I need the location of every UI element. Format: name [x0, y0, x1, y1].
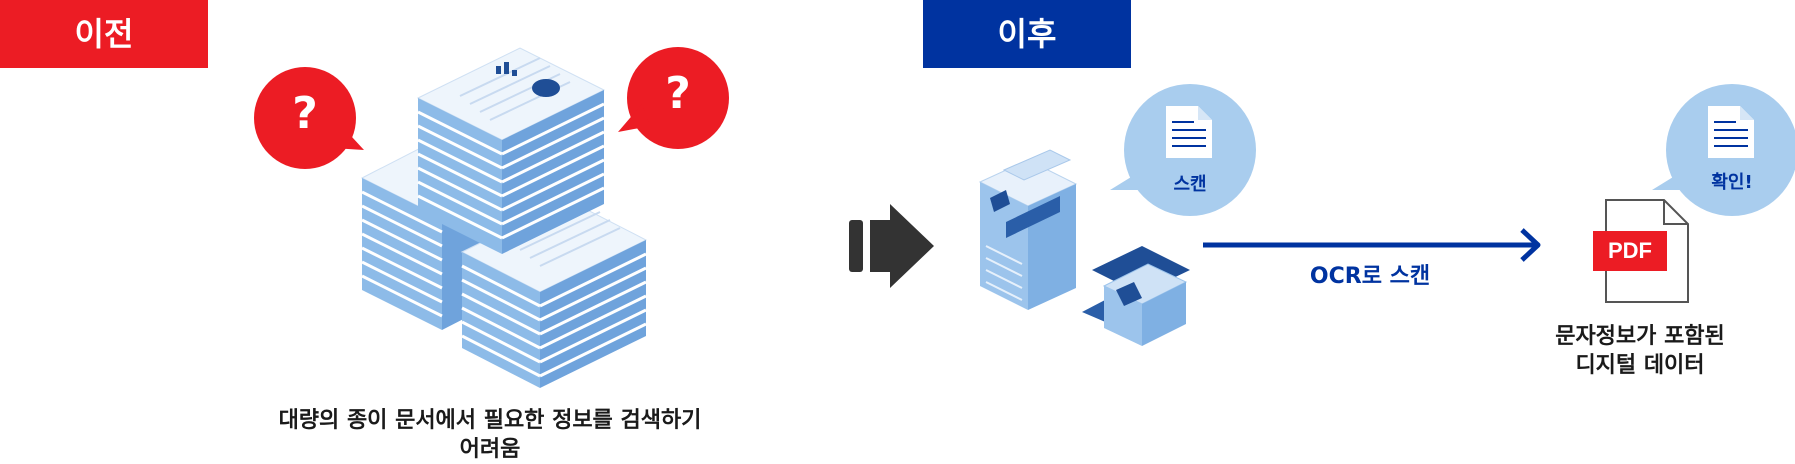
- document-scanner-illustration: [1082, 246, 1190, 346]
- before-caption-line2: 어려움: [459, 437, 521, 462]
- question-bubble-right: [618, 47, 729, 149]
- before-tag: 이전: [0, 0, 208, 68]
- scan-bubble: [1110, 84, 1256, 216]
- result-caption-line2: 디지털 데이터: [1575, 353, 1705, 378]
- result-caption-line1: 문자정보가 포함된: [1555, 324, 1725, 349]
- question-mark-right: ?: [665, 68, 691, 119]
- transition-arrow-icon: [849, 204, 934, 288]
- before-caption: 대량의 종이 문서에서 필요한 정보를 검색하기 어려움: [230, 406, 750, 464]
- scan-bubble-label: 스캔: [1173, 174, 1207, 195]
- page-chart-icon: [496, 62, 560, 97]
- before-caption-line1: 대량의 종이 문서에서 필요한 정보를 검색하기: [278, 408, 702, 433]
- ocr-arrow-icon: [1203, 228, 1541, 262]
- after-tag: 이후: [923, 0, 1131, 68]
- pdf-badge: PDF: [1593, 231, 1667, 271]
- result-caption: 문자정보가 포함된 디지털 데이터: [1500, 322, 1780, 380]
- paper-stack-right: [460, 199, 648, 388]
- confirm-bubble-label: 확인!: [1711, 172, 1753, 193]
- confirm-bubble: [1652, 84, 1795, 216]
- ocr-arrow-label: OCR로 스캔: [1309, 264, 1431, 289]
- paper-stacks-illustration: [360, 47, 648, 388]
- question-mark-left: ?: [292, 88, 318, 139]
- question-bubble-left: [254, 67, 364, 169]
- multifunction-printer-illustration: [978, 149, 1078, 310]
- paper-stack-top: [416, 47, 606, 254]
